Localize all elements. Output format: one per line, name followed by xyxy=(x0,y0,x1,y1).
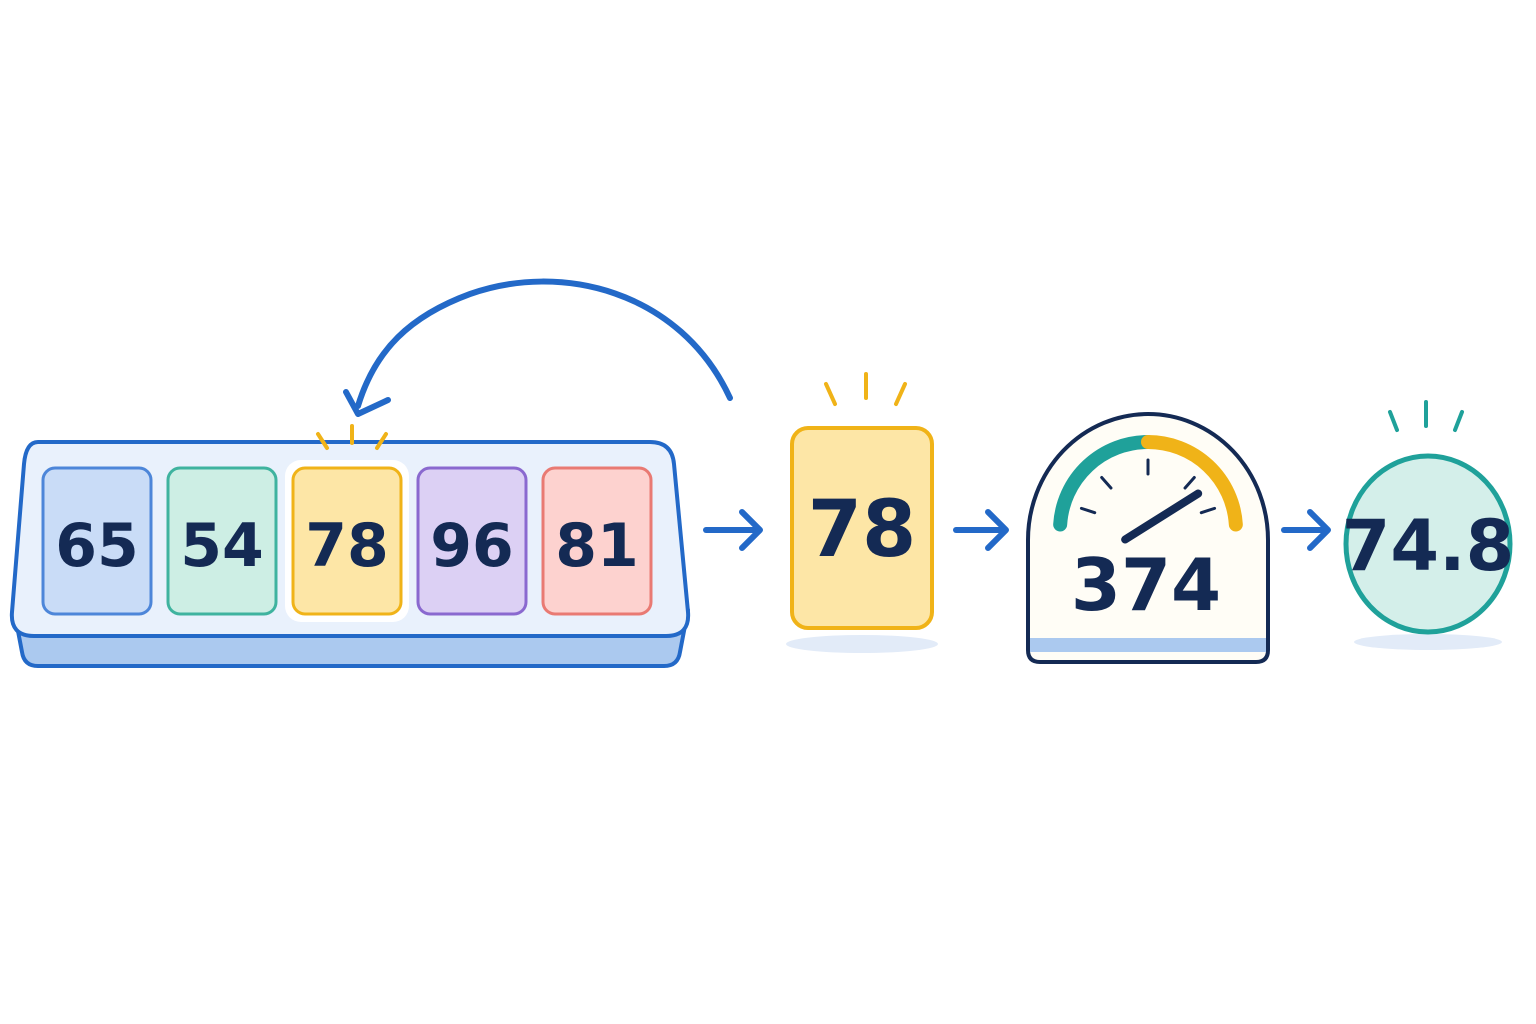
gauge-tick xyxy=(1100,475,1113,490)
tray-card-body xyxy=(416,466,528,616)
tray-card-value: 54 xyxy=(180,511,264,581)
tray-card-body xyxy=(166,466,278,616)
tray-cards: 65 54 78 96 81 xyxy=(41,460,653,622)
sparkle-icon xyxy=(316,424,388,450)
card-tray: 65 54 78 96 81 xyxy=(9,440,691,668)
gauge-tick xyxy=(1199,506,1217,515)
tray-card-value: 96 xyxy=(430,511,514,581)
tray-card-body xyxy=(291,466,403,616)
tray-card: 81 xyxy=(541,466,653,616)
sparkle-icon xyxy=(824,372,907,406)
tray-card: 78 xyxy=(285,460,409,622)
gauge-base-band xyxy=(1030,638,1266,652)
right-arrow-icon xyxy=(953,509,1009,551)
tray-card-value: 81 xyxy=(555,511,639,581)
result-shadow xyxy=(1354,634,1502,650)
tray-card: 96 xyxy=(416,466,528,616)
tray-card-body xyxy=(41,466,153,616)
tray-card: 65 xyxy=(41,466,153,616)
result-circle-body xyxy=(1343,453,1513,635)
picked-card-body xyxy=(790,426,934,630)
gauge-dial xyxy=(1053,435,1243,544)
gauge-tick xyxy=(1079,506,1097,515)
gauge-tick xyxy=(1183,475,1196,490)
curved-arrow-head xyxy=(343,389,391,417)
right-arrow-icon xyxy=(703,509,763,551)
sparkle-icon xyxy=(1388,400,1464,432)
right-arrow-icon xyxy=(1281,509,1331,551)
picked-card-shadow xyxy=(786,635,938,653)
picked-card: 78 xyxy=(786,372,938,653)
picked-card-value: 78 xyxy=(808,485,917,575)
result-value: 74.8 xyxy=(1342,505,1515,587)
curved-return-arrow-icon xyxy=(343,278,733,417)
gauge-arc-teal xyxy=(1053,435,1155,532)
tray-card-value: 78 xyxy=(305,511,389,581)
gauge-meter: 374 xyxy=(1026,412,1270,664)
curved-arrow-path xyxy=(355,278,733,409)
tray-card-value: 65 xyxy=(55,511,139,581)
gauge-needle xyxy=(1121,489,1203,544)
tray-card: 54 xyxy=(166,466,278,616)
gauge-value: 374 xyxy=(1071,543,1221,627)
gauge-housing xyxy=(1026,412,1270,664)
tray-card-body xyxy=(541,466,653,616)
result-circle: 74.8 xyxy=(1342,400,1515,650)
gauge-arc-gold xyxy=(1141,435,1243,532)
